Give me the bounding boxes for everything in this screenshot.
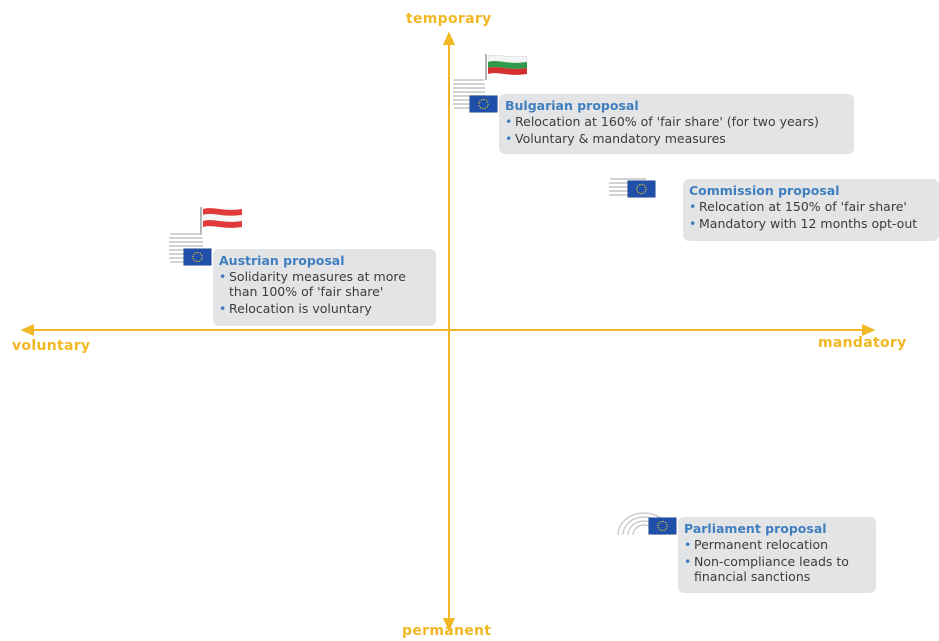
parliament-bullet-1: Permanent relocation: [684, 537, 870, 552]
bulgarian-proposal-card: Bulgarian proposal Relocation at 160% of…: [499, 94, 854, 154]
axis-arrow-down-icon: [442, 618, 456, 632]
austrian-bullet-1: Solidarity measures at more than 100% of…: [219, 269, 430, 299]
axis-label-voluntary: voluntary: [12, 338, 91, 354]
eu-flag-icon: [184, 249, 211, 265]
bulgarian-bullet-2: Voluntary & mandatory measures: [505, 131, 848, 146]
austrian-proposal-card: Austrian proposal Solidarity measures at…: [213, 249, 436, 326]
parliament-bullet-2: Non-compliance leads to financial sancti…: [684, 554, 870, 584]
commission-bullet-1: Relocation at 150% of 'fair share': [689, 199, 933, 214]
bulgaria-flag-icon: [485, 54, 528, 80]
parliament-proposal-title: Parliament proposal: [684, 521, 827, 536]
eu-flag-icon: [628, 181, 655, 197]
eu-flag-icon: [649, 518, 676, 534]
commission-proposal-title: Commission proposal: [689, 183, 840, 198]
axis-arrow-right-icon: [862, 323, 876, 337]
commission-proposal-card: Commission proposal Relocation at 150% o…: [683, 179, 939, 241]
axis-arrow-up-icon: [442, 31, 456, 45]
austria-flag-icon: [200, 207, 243, 235]
austrian-bullet-2: Relocation is voluntary: [219, 301, 430, 316]
axis-arrow-left-icon: [20, 323, 34, 337]
bulgarian-bullet-1: Relocation at 160% of 'fair share' (for …: [505, 114, 848, 129]
axis-label-permanent: permanent: [402, 623, 492, 639]
austrian-proposal-title: Austrian proposal: [219, 253, 345, 268]
bulgarian-proposal-title: Bulgarian proposal: [505, 98, 639, 113]
commission-bullet-2: Mandatory with 12 months opt-out: [689, 216, 933, 231]
eu-flag-icon: [470, 96, 497, 112]
berlaymont-building-icon: [453, 79, 485, 109]
axis-label-temporary: temporary: [406, 11, 492, 27]
axis-label-mandatory: mandatory: [818, 335, 907, 351]
parliament-proposal-card: Parliament proposal Permanent relocation…: [678, 517, 876, 593]
